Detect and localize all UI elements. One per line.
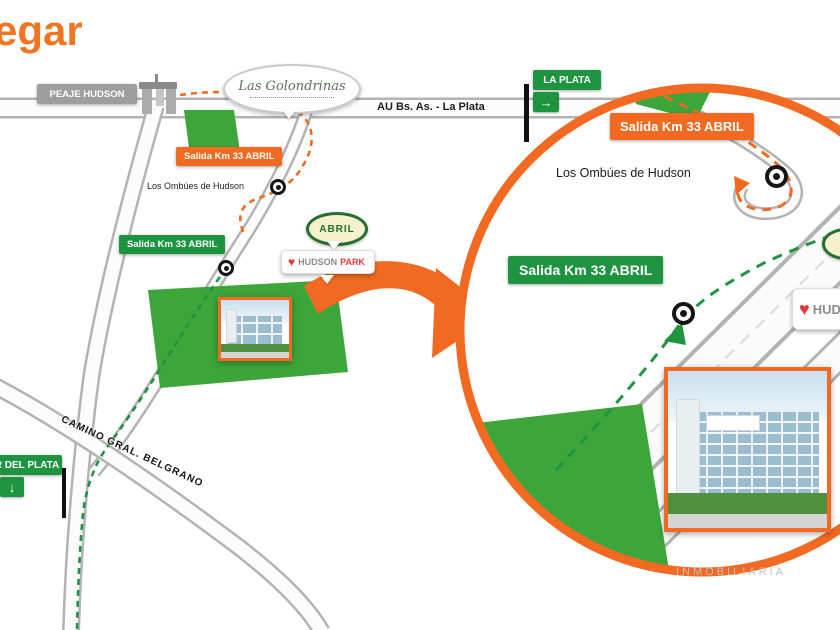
toll-booth-icon <box>139 74 177 114</box>
hudson-park-suffix: PARK <box>340 257 365 267</box>
las-golondrinas-tagline <box>250 96 334 100</box>
las-golondrinas-logo: Las Golondrinas <box>223 64 361 114</box>
las-golondrinas-pointer <box>282 110 296 119</box>
zoom-salida-green-sign: Salida Km 33 ABRIL <box>508 256 664 284</box>
heart-icon: ♥ <box>288 255 296 269</box>
road-camino-belgrano <box>0 378 330 630</box>
highway-label: AU Bs. As. - La Plata <box>377 101 485 113</box>
salida-km33-green-sign: Salida Km 33 ABRIL <box>119 235 226 254</box>
salida-km33-orange-sign: Salida Km 33 ABRIL <box>176 147 283 166</box>
hudson-park-pointer <box>320 275 334 284</box>
building-photo-large <box>664 367 831 532</box>
zoom-route-orange-arrowhead <box>734 176 750 195</box>
los-ombues-label: Los Ombúes de Hudson <box>147 181 245 191</box>
heart-icon: ♥ <box>799 298 810 319</box>
arrow-right-icon: → <box>533 92 559 112</box>
zoom-route-green <box>554 218 840 472</box>
exit-marker-icon <box>672 302 695 325</box>
hudson-park-logo: ♥ HUDSON PARK <box>281 250 375 274</box>
mar-del-plata-sign: R DEL PLATA <box>0 455 62 475</box>
zoom-hudson-park-brand: HUDSON <box>812 301 840 317</box>
zoom-salida-orange-sign: Salida Km 33 ABRIL <box>610 113 754 140</box>
zoom-route-green-arrowhead <box>664 323 686 345</box>
la-plata-sign: LA PLATA <box>533 70 601 90</box>
road-south <box>62 103 165 630</box>
zoom-los-ombues-label: Los Ombúes de Hudson <box>556 166 691 180</box>
exit-marker-icon <box>765 165 788 188</box>
arrow-down-icon: ↓ <box>0 477 24 497</box>
exit-marker-icon <box>218 260 234 276</box>
route-orange-dashed <box>179 90 313 235</box>
page-title: egar <box>0 7 83 54</box>
abril-pointer <box>327 241 341 250</box>
la-plata-sign-post <box>524 84 529 142</box>
las-golondrinas-label: Las Golondrinas <box>238 78 346 94</box>
building-photo-small <box>218 297 292 361</box>
hudson-park-brand: HUDSON <box>298 257 338 267</box>
route-green-dashed <box>75 267 228 630</box>
exit-marker-icon <box>270 179 286 195</box>
abril-logo: ABRIL <box>306 212 368 246</box>
zoom-hudson-park-logo: ♥ HUDSON <box>792 288 840 330</box>
watermark-text: INMOBILIARIA <box>676 566 786 578</box>
peaje-hudson-sign: PEAJE HUDSON <box>37 84 137 104</box>
mar-del-plata-sign-post <box>62 468 66 518</box>
